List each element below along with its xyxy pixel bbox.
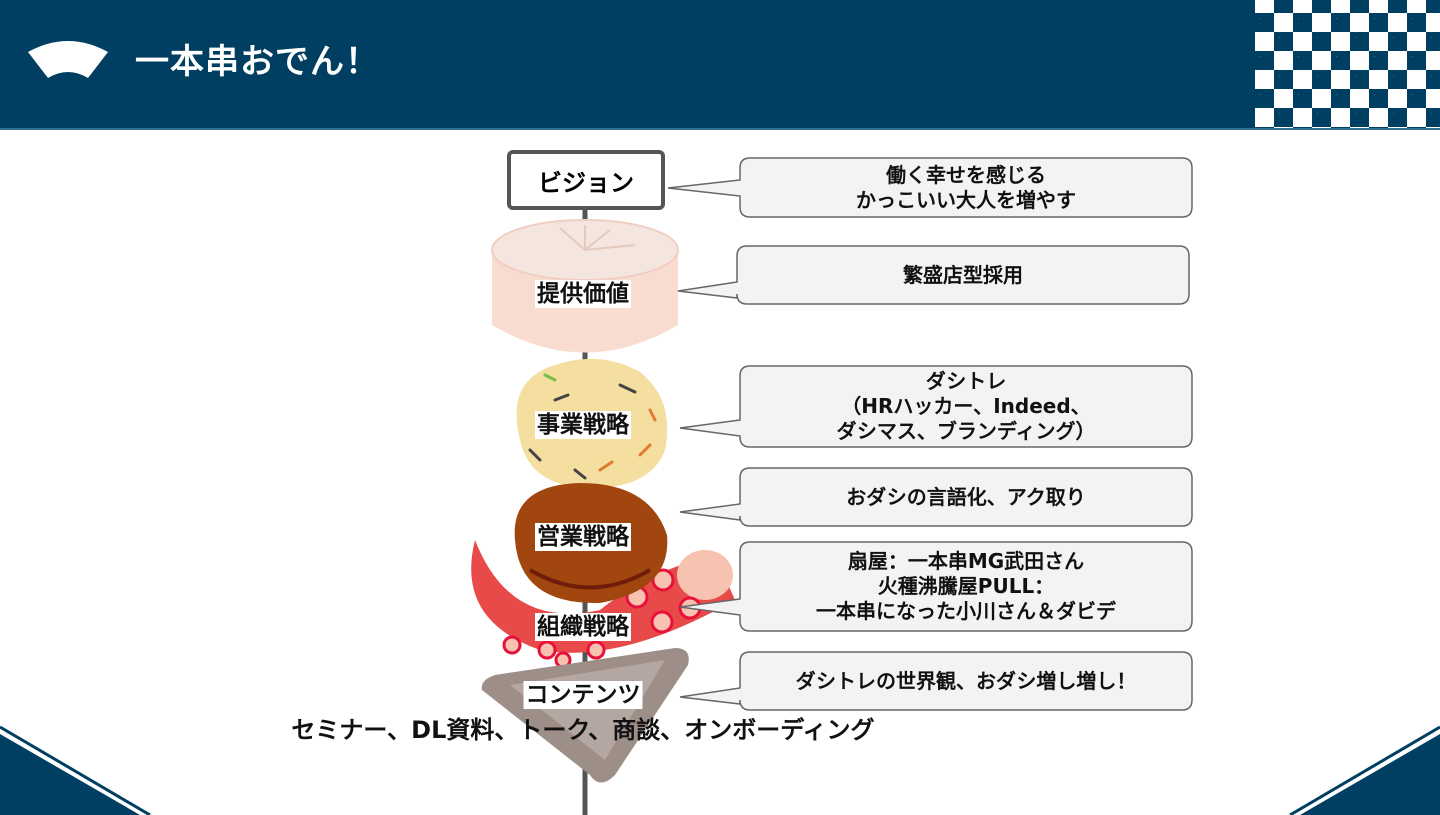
callout-line: （HRハッカー、Indeed、 bbox=[841, 394, 1091, 418]
layer-label-value: 提供価値 bbox=[535, 280, 631, 308]
callout-line: ダシマス、ブランディング） bbox=[836, 419, 1096, 443]
callout-text: 扇屋：一本串MG武田さん火種沸騰屋PULL：一本串になった小川さん＆ダビデ bbox=[740, 542, 1192, 631]
callout-text: ダシトレの世界観、おダシ増し増し！ bbox=[740, 652, 1192, 710]
contents-detail: セミナー、DL資料、トーク、商談、オンボーディング bbox=[291, 716, 875, 744]
layer-label-contents: コンテンツ bbox=[523, 681, 643, 709]
corner-decoration-right bbox=[1289, 725, 1440, 815]
callout-line: 繁盛店型採用 bbox=[903, 262, 1023, 287]
page-title: 一本串おでん！ bbox=[135, 42, 380, 82]
slide-header bbox=[0, 0, 1440, 128]
callout-text: 働く幸せを感じるかっこいい大人を増やす bbox=[740, 158, 1192, 217]
daikon bbox=[491, 219, 679, 353]
callout-bubble bbox=[677, 245, 1190, 305]
callout-line: 扇屋：一本串MG武田さん bbox=[847, 549, 1085, 573]
layer-label-business: 事業戦略 bbox=[535, 411, 631, 439]
callout-bubble bbox=[679, 365, 1193, 448]
layer-label-organization: 組織戦略 bbox=[535, 613, 631, 641]
vision-box: ビジョン bbox=[507, 150, 665, 210]
folding-fan-icon bbox=[28, 41, 108, 78]
callout-text: おダシの言語化、アク取り bbox=[740, 468, 1192, 526]
header-divider bbox=[0, 128, 1440, 130]
callout-line: 火種沸騰屋PULL： bbox=[877, 574, 1055, 598]
callout-line: 一本串になった小川さん＆ダビデ bbox=[816, 599, 1116, 623]
checker-pattern bbox=[1255, 0, 1440, 128]
corner-decoration-left bbox=[0, 725, 151, 815]
callout-line: おダシの言語化、アク取り bbox=[846, 484, 1086, 509]
callout-text: 繁盛店型採用 bbox=[737, 246, 1189, 304]
callout-bubble bbox=[679, 541, 1193, 632]
callout-bubble bbox=[679, 651, 1193, 711]
callout-bubble bbox=[679, 467, 1193, 527]
callout-line: 働く幸せを感じる bbox=[886, 162, 1046, 187]
callout-text: ダシトレ（HRハッカー、Indeed、ダシマス、ブランディング） bbox=[740, 366, 1192, 447]
callout-bubble bbox=[667, 157, 1193, 218]
callout-line: かっこいい大人を増やす bbox=[856, 187, 1076, 212]
callout-line: ダシトレ bbox=[925, 369, 1007, 393]
callout-line: ダシトレの世界観、おダシ増し増し！ bbox=[795, 668, 1137, 693]
layer-label-sales: 営業戦略 bbox=[535, 523, 631, 551]
